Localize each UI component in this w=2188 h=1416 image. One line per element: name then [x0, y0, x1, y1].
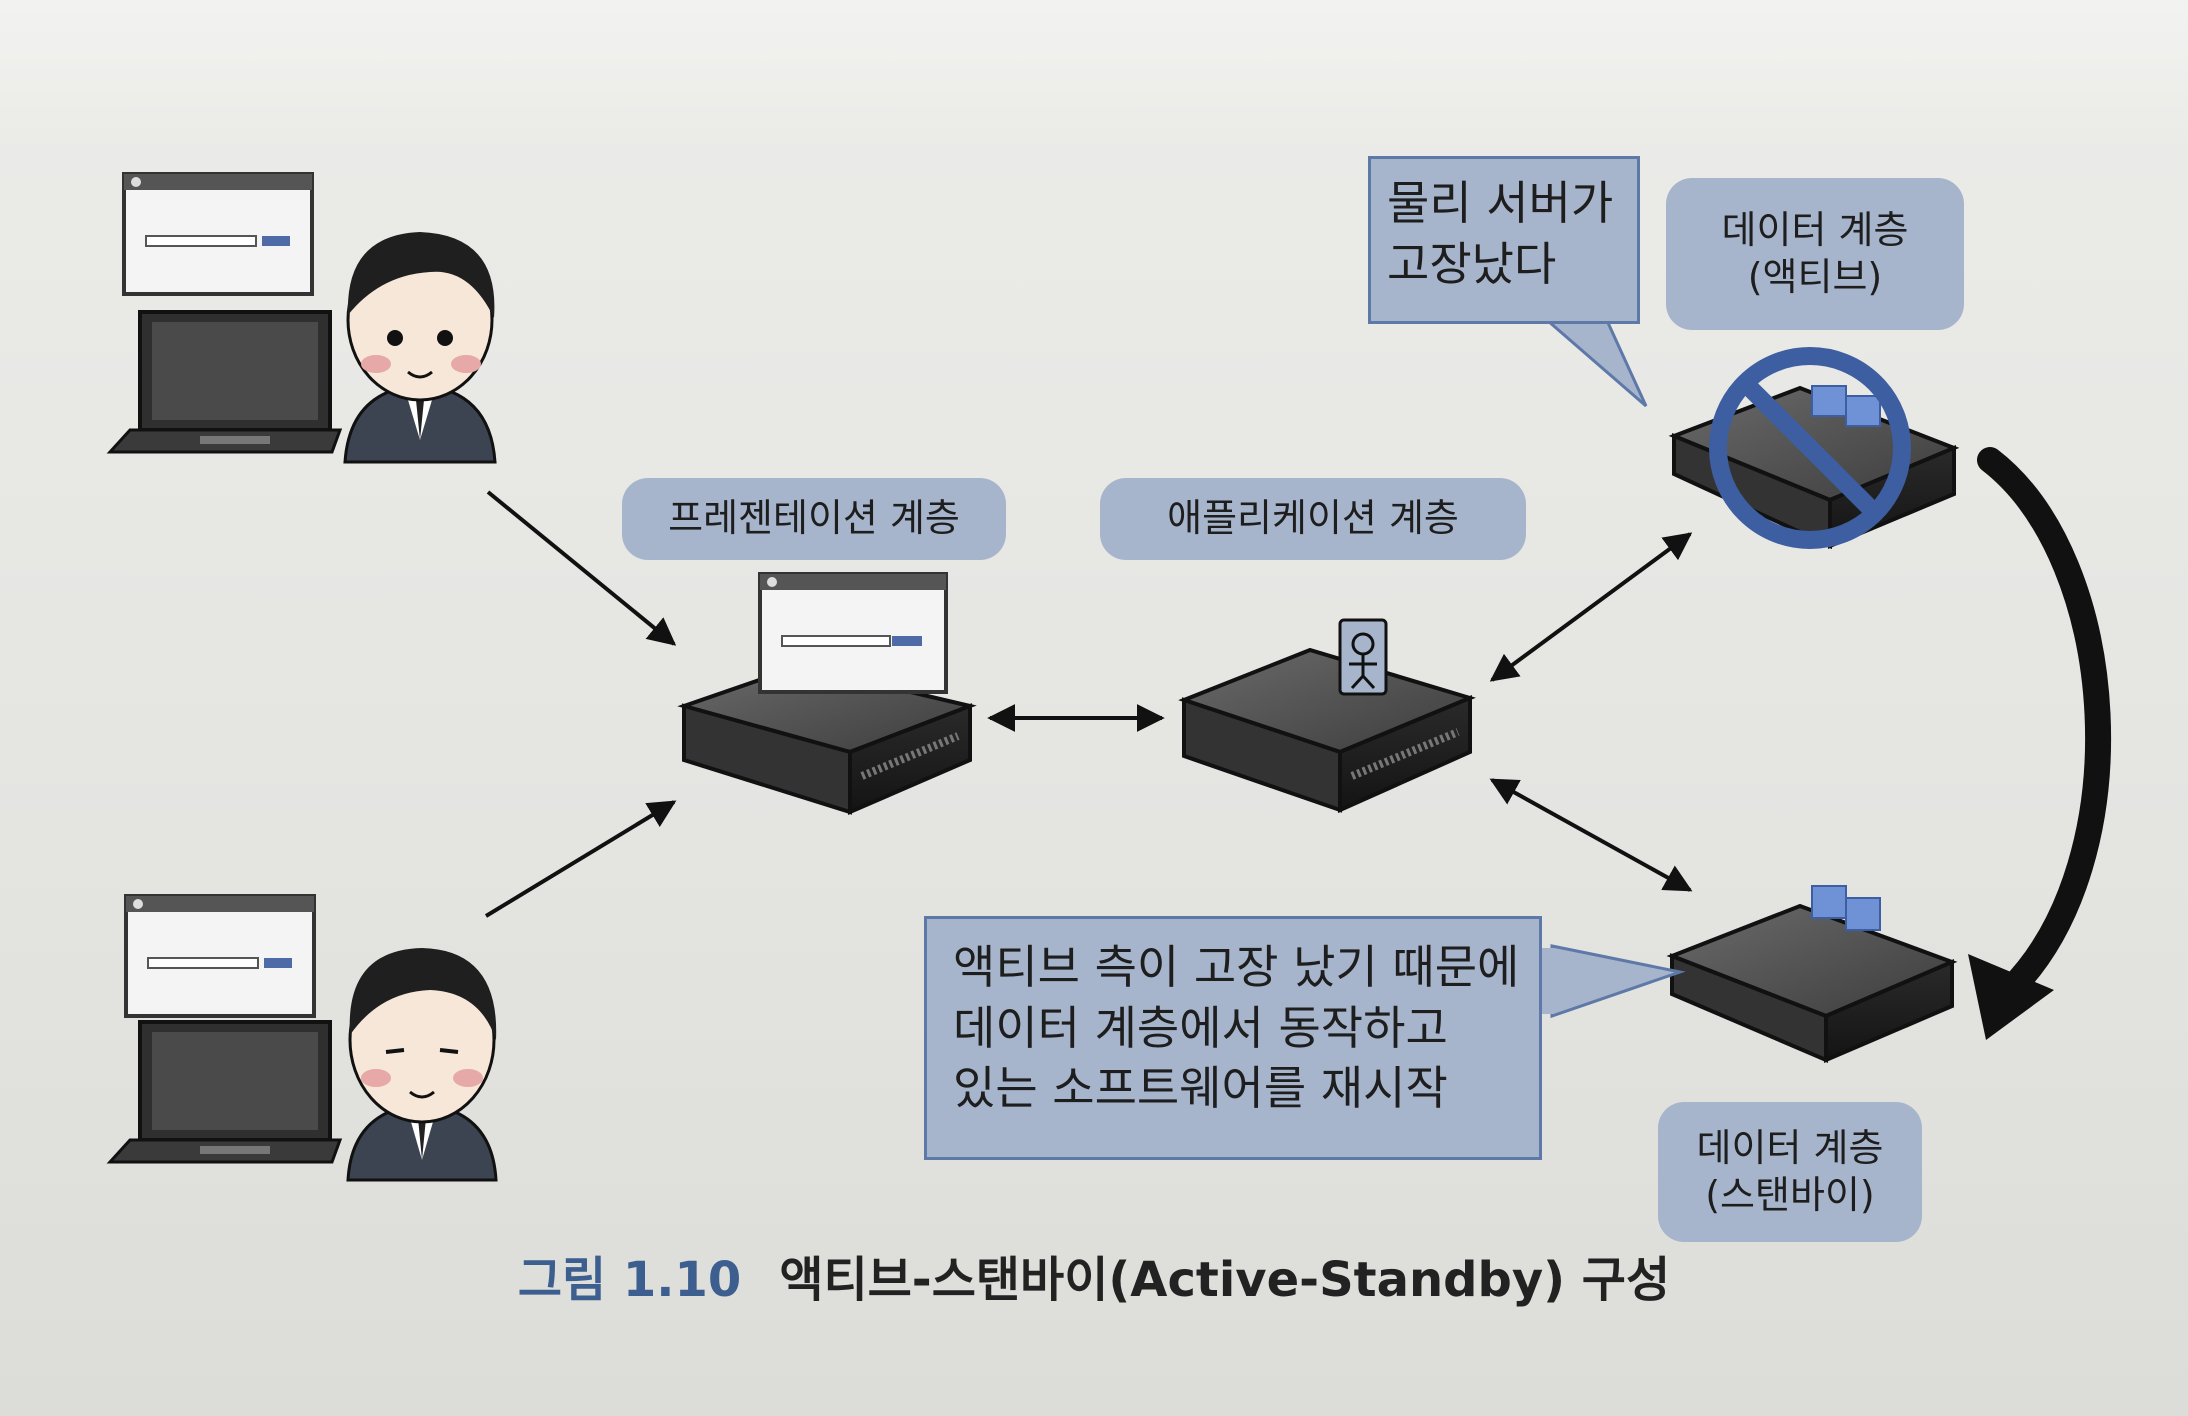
- bubble-tail: [1535, 312, 1648, 408]
- user-avatar-icon: [346, 948, 498, 1182]
- failover-arrow: [1977, 447, 2112, 1003]
- laptop-icon: [106, 1020, 343, 1164]
- application-person-icon: [1338, 618, 1388, 696]
- request-arrow: [486, 490, 677, 646]
- application-tier-label: 애플리케이션 계층: [1100, 478, 1526, 560]
- presentation-tier-label: 프레젠테이션 계층: [622, 478, 1006, 560]
- bidirectional-arrow: [1489, 778, 1693, 892]
- bubble-tail-cover: [1542, 948, 1554, 1014]
- bidirectional-arrow: [1489, 532, 1693, 682]
- data-tier-active-label: 데이터 계층 (액티브): [1666, 178, 1964, 330]
- server-icon: [1666, 903, 1958, 1064]
- server-icon: [677, 663, 977, 816]
- server-failure-bubble: 물리 서버가 고장났다: [1368, 156, 1640, 324]
- server-icon: [1178, 647, 1476, 814]
- figure-caption: 그림 1.10 액티브-스탠바이(Active-Standby) 구성: [0, 1240, 2188, 1310]
- failover-arrow-head: [1968, 954, 2054, 1040]
- figure-number: 그림 1.10: [517, 1252, 742, 1308]
- prohibited-icon: [1709, 347, 1911, 549]
- restart-note-bubble: 액티브 측이 고장 났기 때문에 데이터 계층에서 동작하고 있는 소프트웨어를…: [924, 916, 1542, 1160]
- bubble-tail: [1550, 944, 1686, 1019]
- data-cube-icon: [1811, 885, 1881, 931]
- request-arrow: [484, 800, 677, 918]
- laptop-icon: [106, 310, 343, 454]
- user-avatar-icon: [343, 232, 497, 464]
- browser-window-icon: [124, 894, 316, 1018]
- browser-window-icon: [758, 572, 948, 694]
- page-fold-shadow: [0, 0, 2188, 140]
- browser-window-icon: [122, 172, 314, 296]
- data-tier-standby-label: 데이터 계층 (스탠바이): [1658, 1102, 1922, 1242]
- data-cube-icon: [1811, 385, 1881, 427]
- figure-title: 액티브-스탠바이(Active-Standby) 구성: [779, 1252, 1671, 1308]
